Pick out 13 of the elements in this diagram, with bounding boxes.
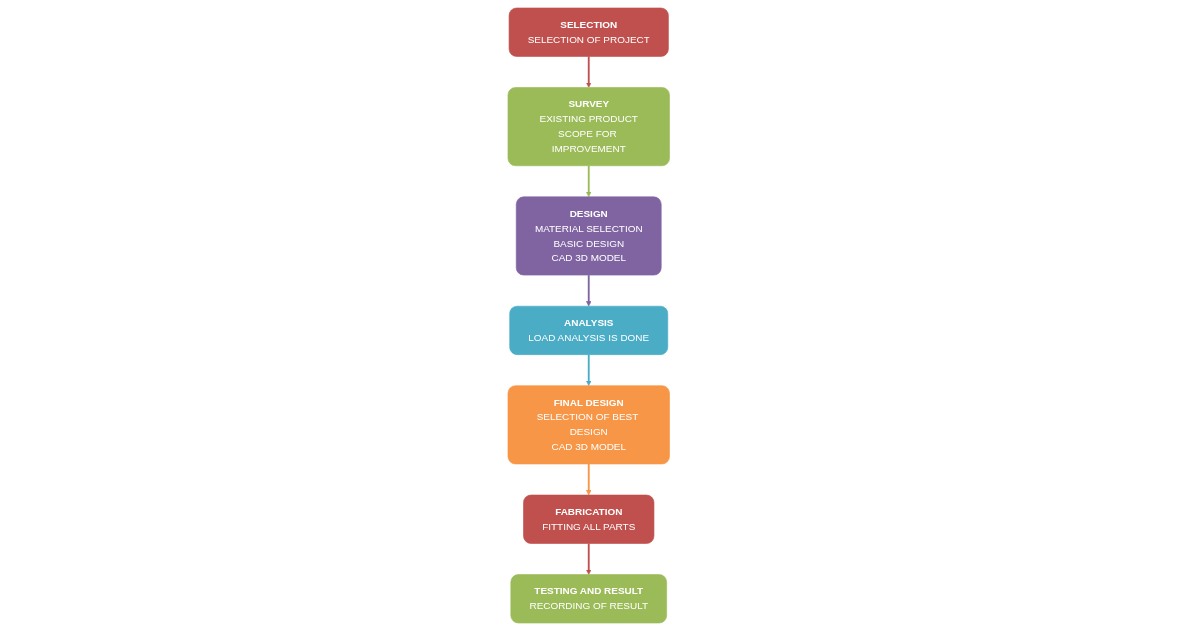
arrow [586, 55, 592, 88]
node-box: FINAL DESIGN SELECTION OF BEST DESIGN CAD 3D MODEL [507, 385, 671, 465]
node-box: SURVEY EXISTING PRODUCT SCOPE FOR IMPROVEMENT [507, 87, 671, 167]
node-box: DESIGN MATERIAL SELECTION BASIC DESIGN CAD 3D MODEL [516, 196, 662, 276]
arrow [586, 542, 592, 575]
node-box: TESTING AND RESULT RECORDING OF RESULT [510, 574, 668, 624]
node-box: FABRICATION FITTING ALL PARTS [523, 494, 655, 544]
node-box: SELECTION SELECTION OF PROJECT [509, 7, 669, 57]
arrow [586, 274, 592, 307]
arrow [586, 164, 592, 198]
node-box: ANALYSIS LOAD ANALYSIS IS DONE [509, 305, 669, 355]
arrow [586, 463, 592, 496]
arrow [586, 353, 592, 386]
